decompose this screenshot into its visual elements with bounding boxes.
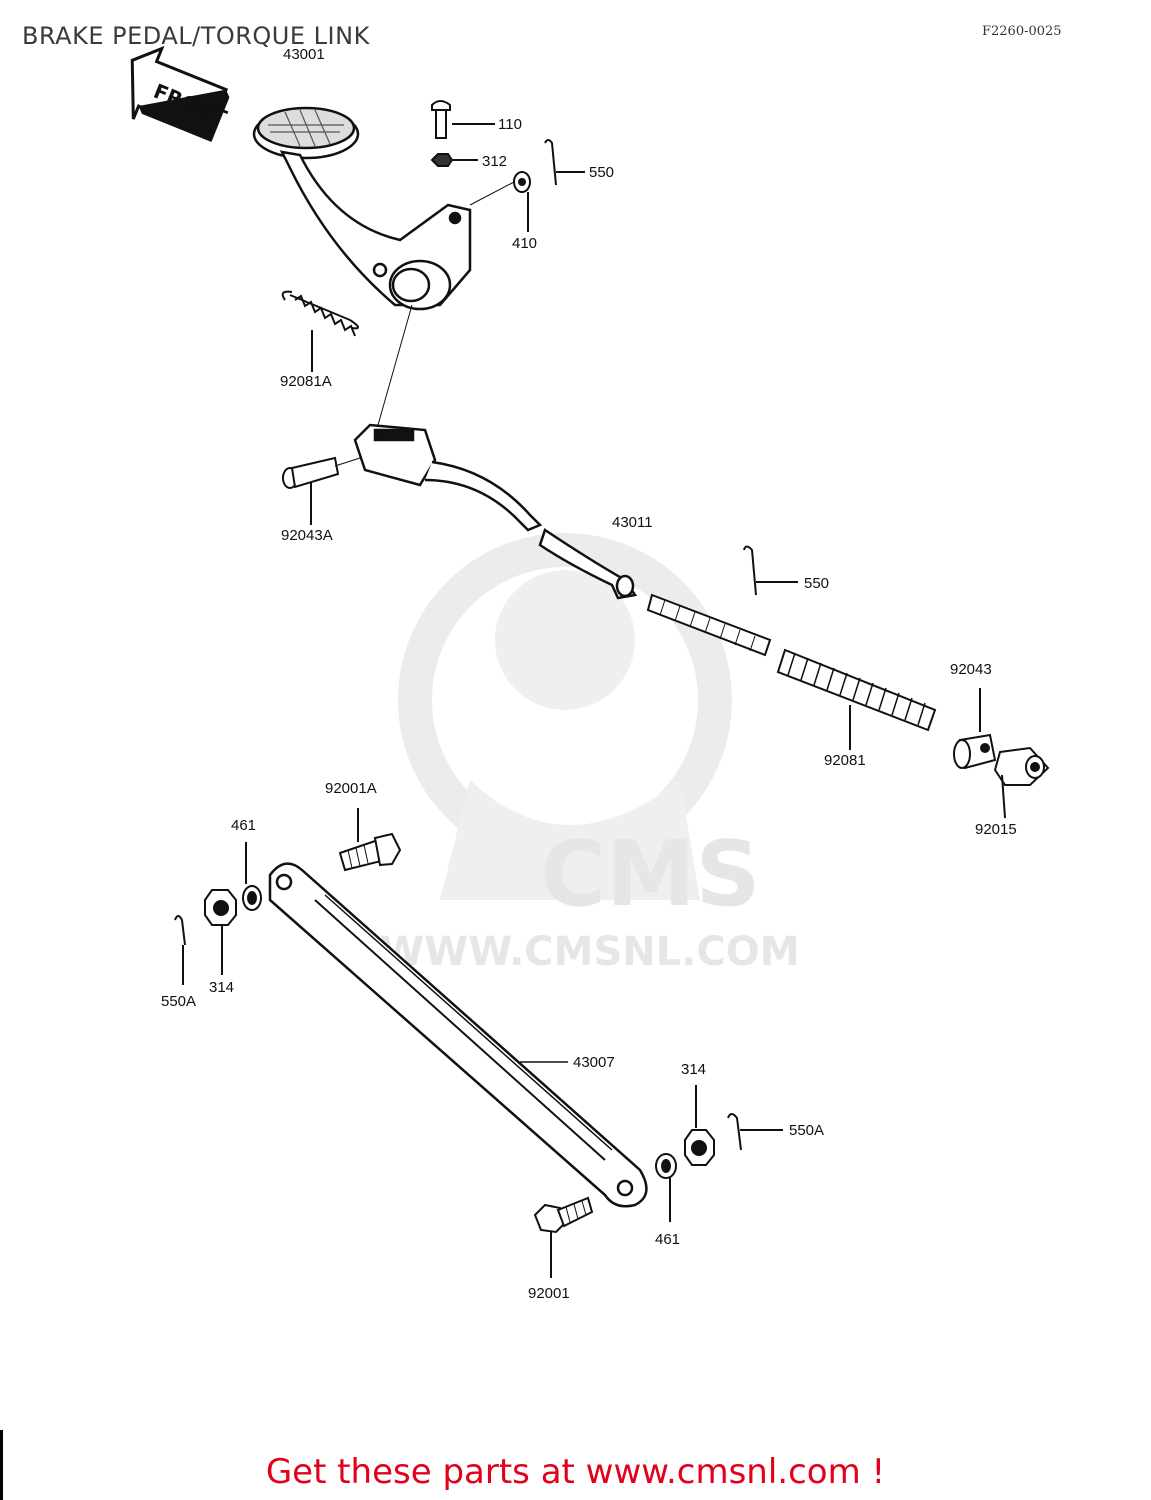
label-92001A: 92001A — [325, 780, 377, 797]
cotter-pin-550A-right — [727, 1113, 783, 1151]
leader-line — [377, 304, 413, 426]
label-92081A: 92081A — [280, 373, 332, 390]
page-title: BRAKE PEDAL/TORQUE LINK — [22, 22, 370, 50]
get-parts-link[interactable]: Get these parts at www.cmsnl.com ! — [265, 1452, 886, 1492]
label-92001: 92001 — [528, 1285, 570, 1302]
label-110: 110 — [498, 116, 522, 133]
label-550-mid: 550 — [804, 575, 829, 592]
diagram-reference-code: F2260-0025 — [982, 24, 1062, 39]
brake-rod-thread — [646, 593, 772, 657]
cms-watermark: CMS WWW.CMSNL.COM — [380, 533, 800, 975]
parts-diagram: CMS WWW.CMSNL.COM FRONT — [130, 45, 1050, 1302]
torque-link-nut-314-right — [684, 1085, 715, 1166]
watermark-brand: CMS — [540, 822, 760, 927]
cotter-pin-550-mid — [743, 545, 798, 596]
label-92043A: 92043A — [281, 527, 333, 544]
part-labels: 43001 110 312 550 410 92081A 92043A 4301… — [161, 46, 1017, 1302]
label-312: 312 — [482, 153, 507, 170]
brake-rod-43011 — [353, 423, 638, 600]
clevis-pin-92043A — [282, 456, 361, 525]
label-43011: 43011 — [612, 514, 653, 531]
brake-rod-spring-92081 — [776, 648, 937, 750]
front-direction-arrow: FRONT — [130, 45, 230, 142]
cotter-pin-550-top — [544, 139, 585, 186]
torque-link-nut-314-left — [204, 889, 237, 975]
label-461-left: 461 — [231, 817, 256, 834]
brake-joint-92043 — [953, 688, 997, 770]
torque-link-washer-461-left — [242, 842, 262, 911]
adjusting-nut-92015 — [993, 746, 1050, 819]
footer-cta: Get these parts at www.cmsnl.com ! — [0, 1452, 1151, 1492]
torque-link-bolt-92001 — [533, 1196, 594, 1278]
label-92081: 92081 — [824, 752, 866, 769]
label-43001: 43001 — [283, 46, 325, 63]
label-43007: 43007 — [573, 1054, 615, 1071]
label-92015: 92015 — [975, 821, 1017, 838]
watermark-url: WWW.CMSNL.COM — [380, 929, 800, 975]
torque-link-washer-461-right — [655, 1153, 677, 1222]
pedal-nut-312 — [430, 153, 478, 167]
label-550A-right: 550A — [789, 1122, 824, 1139]
label-92043: 92043 — [950, 661, 992, 678]
cotter-pin-550A-left — [174, 915, 186, 985]
left-edge-marker — [0, 1430, 3, 1500]
torque-link-43007 — [268, 862, 648, 1208]
pedal-washer-410 — [469, 171, 531, 232]
label-314-right: 314 — [681, 1061, 706, 1078]
label-461-right: 461 — [655, 1231, 680, 1248]
label-410: 410 — [512, 235, 537, 252]
pedal-bolt-110 — [431, 100, 495, 139]
torque-link-bolt-92001A — [338, 808, 402, 872]
label-550-top: 550 — [589, 164, 614, 181]
label-314-left: 314 — [209, 979, 234, 996]
pedal-return-spring-92081A — [281, 290, 359, 372]
label-550A-left: 550A — [161, 993, 196, 1010]
brake-pedal-43001 — [252, 106, 472, 311]
